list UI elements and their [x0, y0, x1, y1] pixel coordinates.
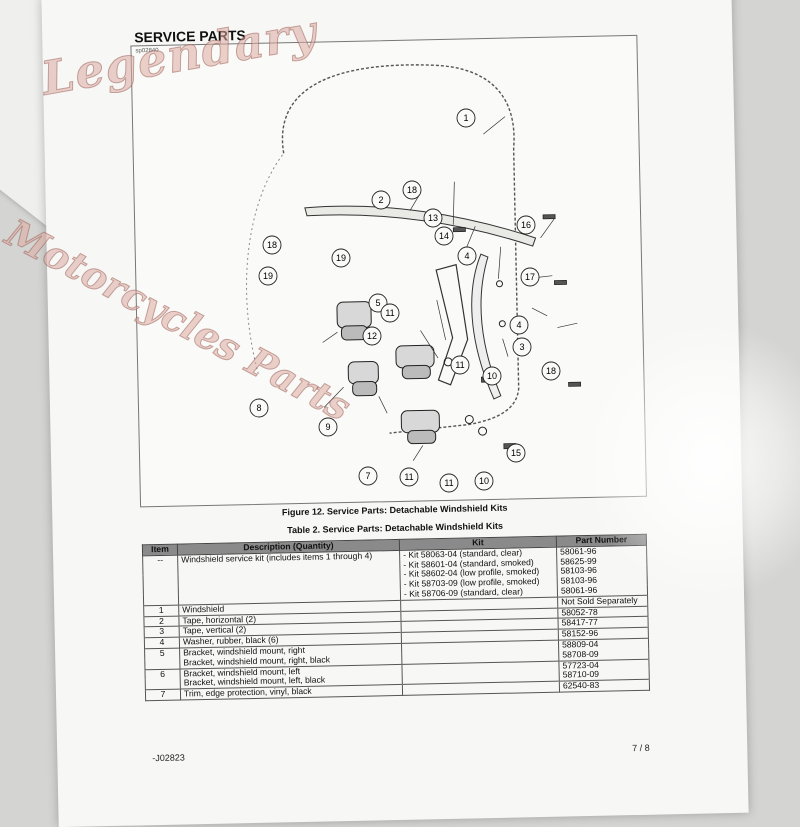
bolt	[452, 227, 466, 233]
washer	[498, 320, 506, 328]
vertical-tape	[471, 253, 502, 400]
figure-frame: sp02840	[130, 34, 647, 508]
clamp-right-upper	[395, 344, 435, 380]
page-number: 7 / 8	[632, 742, 650, 754]
mount-bracket	[435, 263, 469, 386]
item-cell	[143, 594, 179, 606]
bolt	[503, 443, 517, 450]
horizontal-tape	[304, 205, 537, 247]
item-cell: --	[142, 555, 178, 566]
bolt	[542, 214, 556, 220]
washer	[443, 357, 453, 367]
clamp-middle	[347, 360, 379, 397]
kit-cell	[402, 681, 560, 696]
bolt	[568, 381, 582, 387]
washer	[495, 280, 503, 288]
windshield-diagram	[246, 64, 582, 461]
clamp-right-lower	[400, 409, 440, 445]
item-cell: 6	[144, 668, 181, 680]
bolt	[481, 376, 494, 383]
clamp-upper	[336, 301, 372, 341]
washer	[464, 414, 474, 424]
part-number-cell: 62540-83	[559, 679, 650, 693]
item-cell: 7	[145, 689, 181, 701]
instruction-sheet: SERVICE PARTS sp02840	[41, 0, 749, 827]
table-body: --Windshield service kit (includes items…	[142, 545, 650, 701]
item-cell: 5	[144, 648, 180, 660]
document-number: -J02823	[152, 752, 185, 764]
item-cell: 1	[143, 605, 179, 617]
service-parts-table: Item Description (Quantity) Kit Part Num…	[142, 534, 650, 701]
item-cell	[144, 658, 180, 670]
windshield-inner	[246, 152, 285, 374]
header-item: Item	[142, 544, 178, 556]
washer	[478, 426, 488, 436]
windshield-outline	[281, 64, 520, 434]
bolt	[554, 279, 567, 286]
